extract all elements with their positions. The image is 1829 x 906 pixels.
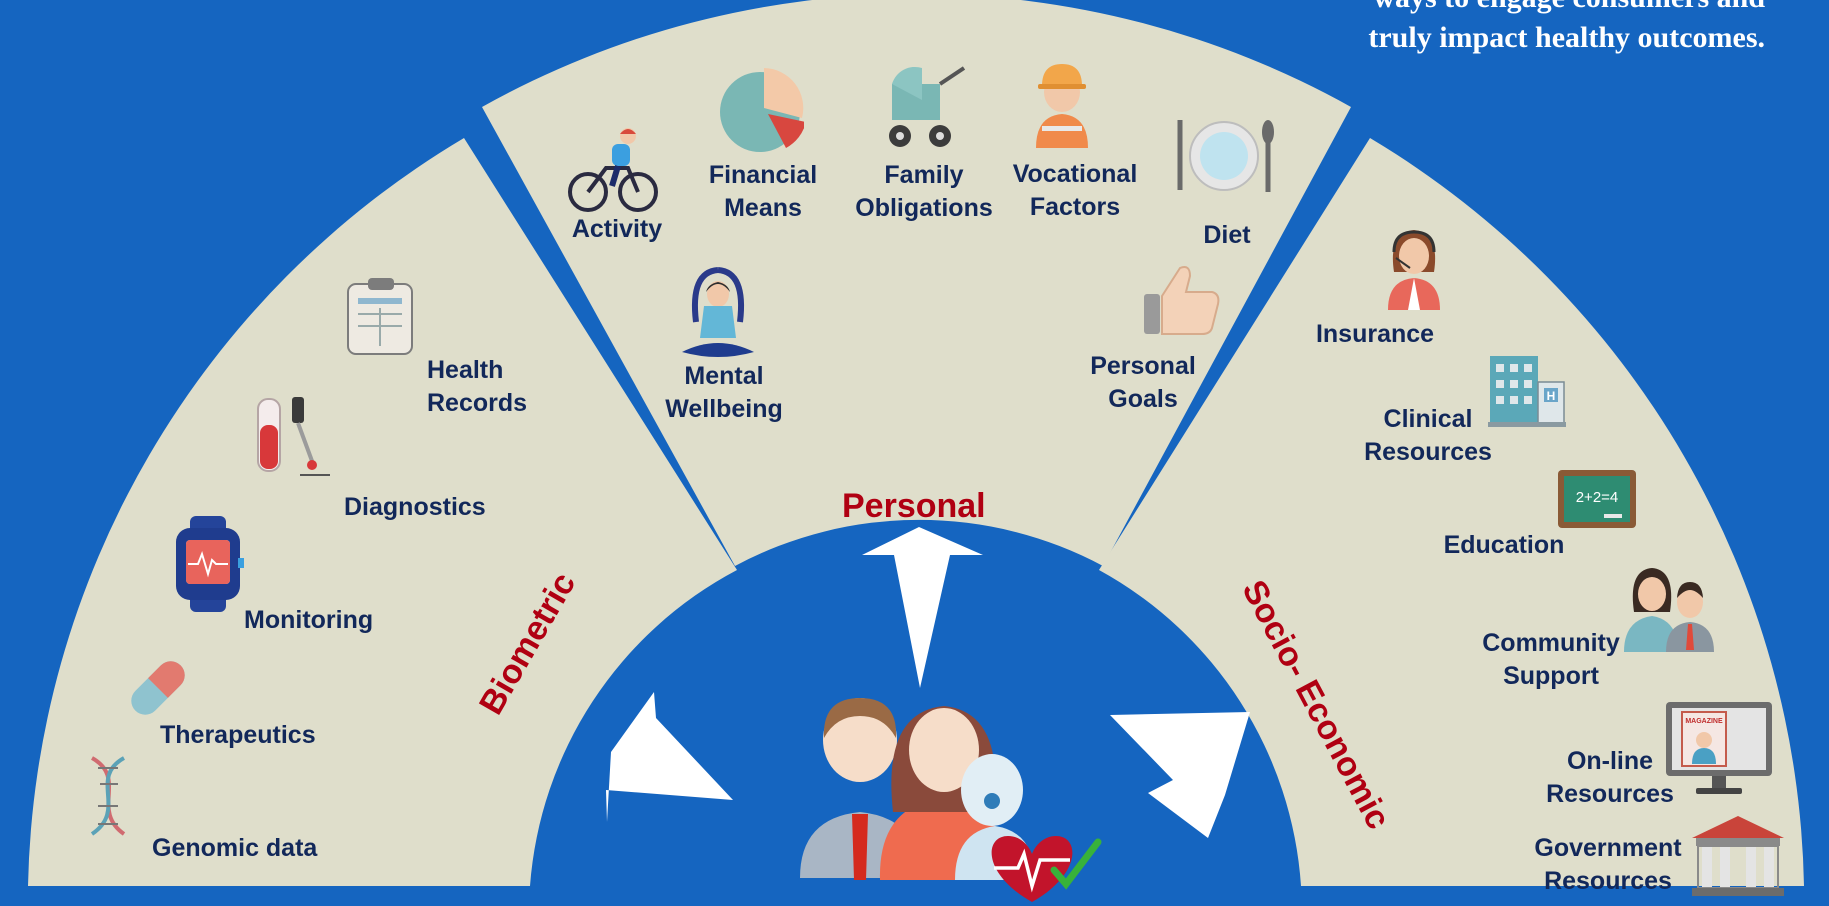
dna-helix-icon	[90, 756, 126, 836]
family-obligations-label: Family Obligations	[855, 161, 993, 222]
clipboard-icon	[347, 278, 413, 355]
genomic-data-label: Genomic data	[152, 834, 318, 862]
online-resources-label: On-line Resources	[1546, 747, 1674, 808]
chalkboard-icon: 2+2=4	[1558, 470, 1636, 528]
test-tube-icon	[257, 397, 330, 476]
monitoring-label: Monitoring	[244, 606, 374, 634]
health-records-label: Health Records	[427, 356, 528, 417]
category-personal: Personal	[842, 487, 986, 525]
heart-icon	[991, 836, 1102, 902]
clinical-resources-label: Clinical Resources	[1364, 405, 1492, 466]
meditation-icon	[682, 267, 754, 357]
diagnostics-label: Diagnostics	[344, 493, 486, 521]
therapeutics-label: Therapeutics	[160, 721, 316, 749]
mental-wellbeing-label: Mental Wellbeing	[665, 362, 783, 423]
left-arrow	[606, 692, 733, 822]
tagline: ways to engage consumers and truly impac…	[1368, 0, 1765, 58]
plate-fork-spoon-icon	[1177, 120, 1274, 192]
magazine-text: MAGAZINE	[1685, 718, 1723, 725]
government-resources-label: Government Resources	[1534, 834, 1682, 895]
biometric-segment	[28, 138, 737, 886]
up-arrow	[862, 527, 983, 688]
hospital-building-icon: H	[1488, 356, 1566, 427]
vocational-factors-label: Vocational Factors	[1012, 160, 1138, 221]
heart-monitor-icon	[176, 516, 244, 612]
cyclist-icon	[568, 128, 658, 212]
pill-capsule-icon	[131, 661, 185, 715]
online-monitor-icon: MAGAZINE	[1666, 702, 1772, 794]
personal-goals-label: Personal Goals	[1090, 352, 1196, 413]
hospital-sign-text: H	[1547, 389, 1556, 403]
community-people-icon	[1624, 568, 1714, 652]
insurance-label: Insurance	[1315, 320, 1435, 348]
tagline-line-1: ways to engage consumers and	[1368, 0, 1765, 18]
tagline-line-2: truly impact healthy outcomes.	[1368, 21, 1765, 54]
government-building-icon	[1692, 816, 1784, 896]
community-support-label: Community Support	[1482, 629, 1620, 690]
thumbs-up-icon	[1144, 266, 1220, 335]
right-arrow	[1110, 712, 1250, 838]
activity-label: Activity	[571, 215, 663, 243]
socio-economic-segment	[1099, 138, 1804, 886]
chalkboard-text: 2+2=4	[1576, 489, 1619, 506]
diet-label: Diet	[1203, 221, 1251, 249]
personal-segment	[482, 0, 1351, 566]
family-heart-icon	[800, 698, 1102, 902]
pie-chart-icon	[720, 68, 804, 152]
financial-means-label: Financial Means	[708, 161, 818, 222]
customer-service-icon	[1388, 230, 1440, 310]
baby-stroller-icon	[889, 66, 966, 147]
construction-worker-icon	[1036, 64, 1088, 148]
education-label: Education	[1443, 531, 1565, 559]
